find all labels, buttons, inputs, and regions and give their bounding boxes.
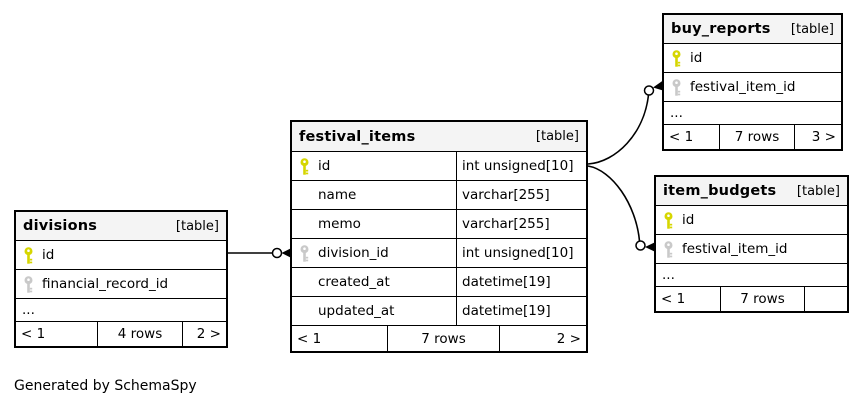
column-name: updated_at	[318, 303, 395, 319]
column-name: festival_item_id	[690, 79, 796, 95]
column-row: id	[16, 241, 226, 270]
column-row: id	[656, 206, 847, 235]
edge-festival-items-item-budgets	[587, 165, 655, 252]
table-title: divisions	[23, 218, 98, 234]
table-footer: < 1 7 rows 2 >	[292, 326, 586, 351]
ellipsis-label: ...	[22, 302, 35, 318]
columns-ellipsis-row: ...	[664, 102, 841, 125]
pagination-next: 2 >	[196, 326, 221, 342]
column-name: memo	[318, 216, 361, 232]
column-name: financial_record_id	[42, 276, 169, 292]
table-title: buy_reports	[671, 21, 771, 37]
table-footer: < 1 7 rows 3 >	[664, 125, 841, 149]
pagination-next: 2 >	[556, 330, 581, 347]
row-count: 7 rows	[720, 287, 805, 311]
column-type: int unsigned[10]	[456, 152, 586, 180]
column-name: created_at	[318, 274, 390, 290]
column-name: division_id	[318, 245, 389, 261]
ellipsis-label: ...	[662, 267, 675, 283]
pagination-next	[805, 287, 847, 311]
table-header: festival_items [table]	[292, 122, 586, 152]
column-row: created_at datetime[19]	[292, 268, 586, 297]
table-node-item-budgets[interactable]: item_budgets [table] id festival_item_id…	[654, 175, 849, 313]
primary-key-icon	[671, 49, 682, 67]
column-type: varchar[255]	[456, 181, 586, 209]
column-name: id	[318, 158, 331, 174]
columns-ellipsis-row: ...	[656, 264, 847, 287]
column-row: memo varchar[255]	[292, 210, 586, 239]
row-count: 7 rows	[719, 125, 795, 149]
table-title: item_budgets	[663, 183, 777, 199]
column-row: updated_at datetime[19]	[292, 297, 586, 326]
table-badge: [table]	[535, 129, 579, 144]
pagination-prev: < 1	[297, 330, 322, 347]
table-node-divisions[interactable]: divisions [table] id financial_record_id…	[14, 210, 228, 348]
column-row: festival_item_id	[656, 235, 847, 264]
pagination-next: 3 >	[811, 129, 836, 145]
table-badge: [table]	[790, 21, 834, 37]
column-name: festival_item_id	[682, 241, 788, 257]
edge-festival-items-buy-reports	[587, 80, 663, 165]
pagination-prev: < 1	[661, 291, 686, 307]
primary-key-icon	[663, 211, 674, 229]
ellipsis-label: ...	[670, 105, 683, 121]
column-name: id	[690, 50, 703, 66]
table-badge: [table]	[175, 218, 219, 234]
column-row: division_id int unsigned[10]	[292, 239, 586, 268]
columns-ellipsis-row: ...	[16, 299, 226, 322]
foreign-key-icon	[671, 78, 682, 96]
pagination-prev: < 1	[21, 326, 46, 342]
foreign-key-icon	[663, 240, 674, 258]
foreign-key-icon	[299, 244, 310, 262]
row-count: 4 rows	[97, 322, 183, 346]
pagination-prev: < 1	[669, 129, 694, 145]
column-name: id	[682, 212, 695, 228]
foreign-key-icon	[23, 275, 34, 293]
table-node-festival-items[interactable]: festival_items [table] id int unsigned[1…	[290, 120, 588, 353]
table-header: divisions [table]	[16, 212, 226, 241]
column-type: datetime[19]	[456, 268, 586, 296]
table-header: item_budgets [table]	[656, 177, 847, 206]
column-type: datetime[19]	[456, 297, 586, 325]
table-footer: < 1 4 rows 2 >	[16, 322, 226, 346]
column-type: varchar[255]	[456, 210, 586, 238]
column-row: id	[664, 44, 841, 73]
column-row: financial_record_id	[16, 270, 226, 299]
table-header: buy_reports [table]	[664, 15, 841, 44]
column-row: name varchar[255]	[292, 181, 586, 210]
primary-key-icon	[23, 246, 34, 264]
row-count: 7 rows	[387, 326, 500, 351]
column-name: id	[42, 247, 55, 263]
table-footer: < 1 7 rows	[656, 287, 847, 311]
column-row: id int unsigned[10]	[292, 152, 586, 181]
table-badge: [table]	[796, 183, 840, 199]
table-title: festival_items	[299, 128, 416, 145]
column-row: festival_item_id	[664, 73, 841, 102]
column-type: int unsigned[10]	[456, 239, 586, 267]
edge-divisions-festival-items	[228, 247, 291, 259]
table-node-buy-reports[interactable]: buy_reports [table] id festival_item_id …	[662, 13, 843, 151]
primary-key-icon	[299, 157, 310, 175]
column-name: name	[318, 187, 357, 203]
generator-note: Generated by SchemaSpy	[14, 378, 197, 394]
